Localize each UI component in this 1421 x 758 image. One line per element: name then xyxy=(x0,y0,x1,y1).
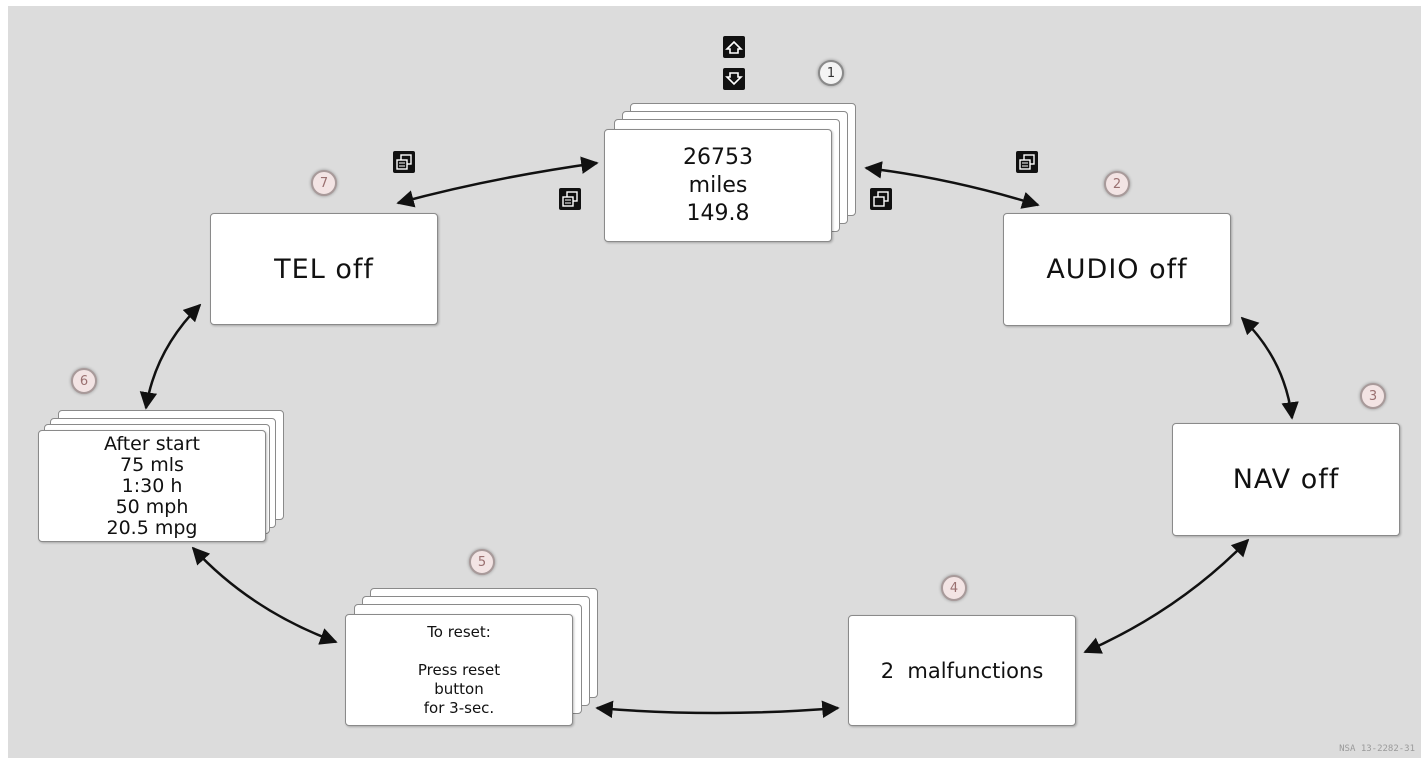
afterstart-line-2: 75 mls xyxy=(120,453,184,476)
tel-label: TEL off xyxy=(274,253,374,285)
reset-line-3: Press reset xyxy=(417,660,501,679)
reset-card: To reset: Press reset button for 3-sec. xyxy=(345,614,573,726)
audio-card: AUDIO off xyxy=(1003,213,1231,326)
display-page-icon-right xyxy=(870,188,892,210)
reset-line-1: To reset: xyxy=(427,622,491,641)
badge-1: 1 xyxy=(818,60,844,86)
reset-line-5: for 3-sec. xyxy=(423,698,495,717)
display-page-icon-tel xyxy=(393,151,415,173)
afterstart-line-5: 20.5 mpg xyxy=(106,516,198,539)
odometer-card: 26753 miles 149.8 xyxy=(604,129,832,242)
badge-4: 4 xyxy=(941,575,967,601)
up-arrow-key-icon xyxy=(723,36,745,58)
reset-line-4: button xyxy=(434,679,484,698)
malfunctions-card: 2 malfunctions xyxy=(848,615,1076,726)
afterstart-line-3: 1:30 h xyxy=(121,474,183,497)
odometer-line-1: 26753 xyxy=(683,144,753,170)
afterstart-line-1: After start xyxy=(104,432,200,455)
badge-2: 2 xyxy=(1104,171,1130,197)
badge-3: 3 xyxy=(1360,383,1386,409)
malfunctions-label: 2 malfunctions xyxy=(880,658,1044,683)
odometer-line-2: miles xyxy=(688,172,748,198)
odometer-line-3: 149.8 xyxy=(686,200,750,226)
display-page-icon-left xyxy=(559,188,581,210)
badge-5: 5 xyxy=(469,549,495,575)
display-page-icon-audio xyxy=(1016,151,1038,173)
nav-label: NAV off xyxy=(1232,464,1340,495)
nav-card: NAV off xyxy=(1172,423,1400,536)
afterstart-line-4: 50 mph xyxy=(115,495,189,518)
badge-6: 6 xyxy=(71,368,97,394)
tel-card: TEL off xyxy=(210,213,438,325)
down-arrow-key-icon xyxy=(723,68,745,90)
afterstart-card: After start 75 mls 1:30 h 50 mph 20.5 mp… xyxy=(38,430,266,542)
figure-code: NSA 13-2282-31 xyxy=(1339,744,1415,754)
badge-7: 7 xyxy=(311,170,337,196)
audio-label: AUDIO off xyxy=(1046,254,1188,285)
